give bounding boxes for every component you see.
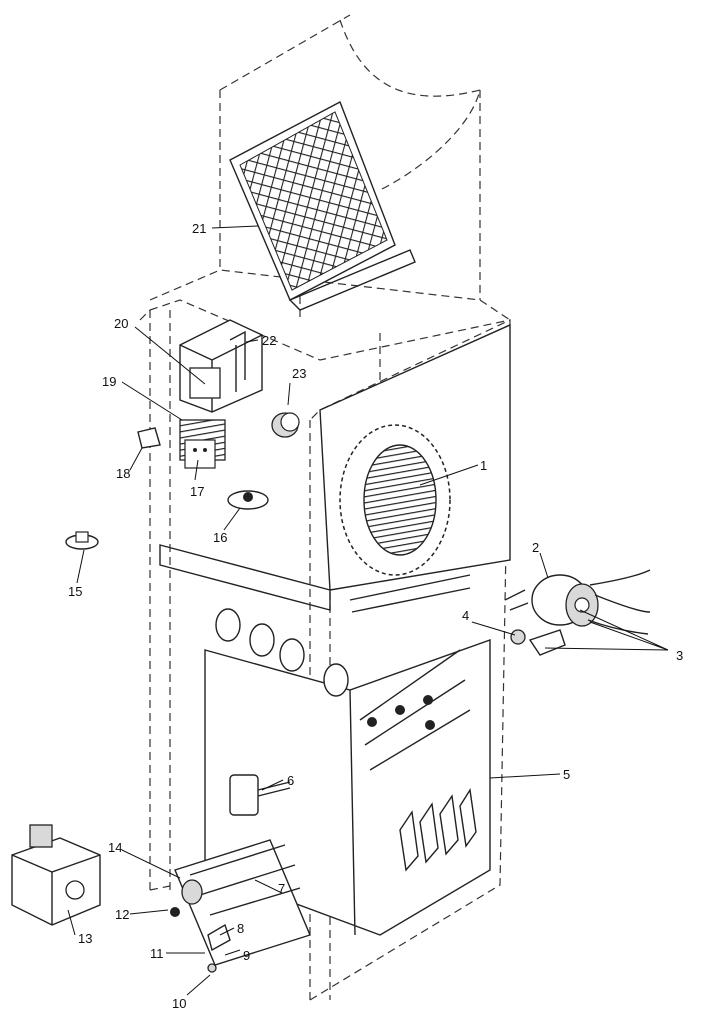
- label-22: 22: [262, 333, 276, 348]
- label-18: 18: [116, 466, 130, 481]
- label-20: 20: [114, 316, 128, 331]
- label-5: 5: [563, 767, 570, 782]
- small-components: [65, 412, 300, 550]
- filter: [229, 101, 416, 311]
- blower-housing: [319, 323, 511, 613]
- ignitor: [229, 774, 291, 816]
- label-7: 7: [278, 881, 285, 896]
- gas-valve: [11, 824, 101, 926]
- orifice-parts: [170, 907, 231, 973]
- label-10: 10: [172, 996, 186, 1011]
- label-3: 3: [676, 648, 683, 663]
- control-board-assembly: [179, 319, 263, 469]
- label-17: 17: [190, 484, 204, 499]
- label-14: 14: [108, 840, 122, 855]
- label-1: 1: [480, 458, 487, 473]
- label-4: 4: [462, 608, 469, 623]
- label-15: 15: [68, 584, 82, 599]
- label-2: 2: [532, 540, 539, 555]
- label-13: 13: [78, 931, 92, 946]
- label-9: 9: [243, 948, 250, 963]
- label-21: 21: [192, 221, 206, 236]
- label-8: 8: [237, 921, 244, 936]
- label-23: 23: [292, 366, 306, 381]
- label-12: 12: [115, 907, 129, 922]
- label-16: 16: [213, 530, 227, 545]
- blower-motor: [504, 569, 651, 656]
- callout-labels: 1 2 3 4 5 6 7 8 9 10 11 12 13 14 15 16 1…: [68, 221, 683, 1011]
- label-11: 11: [150, 946, 164, 961]
- label-19: 19: [102, 374, 116, 389]
- leader-lines: [67, 225, 669, 996]
- label-6: 6: [287, 773, 294, 788]
- inlet-ports: [215, 608, 349, 697]
